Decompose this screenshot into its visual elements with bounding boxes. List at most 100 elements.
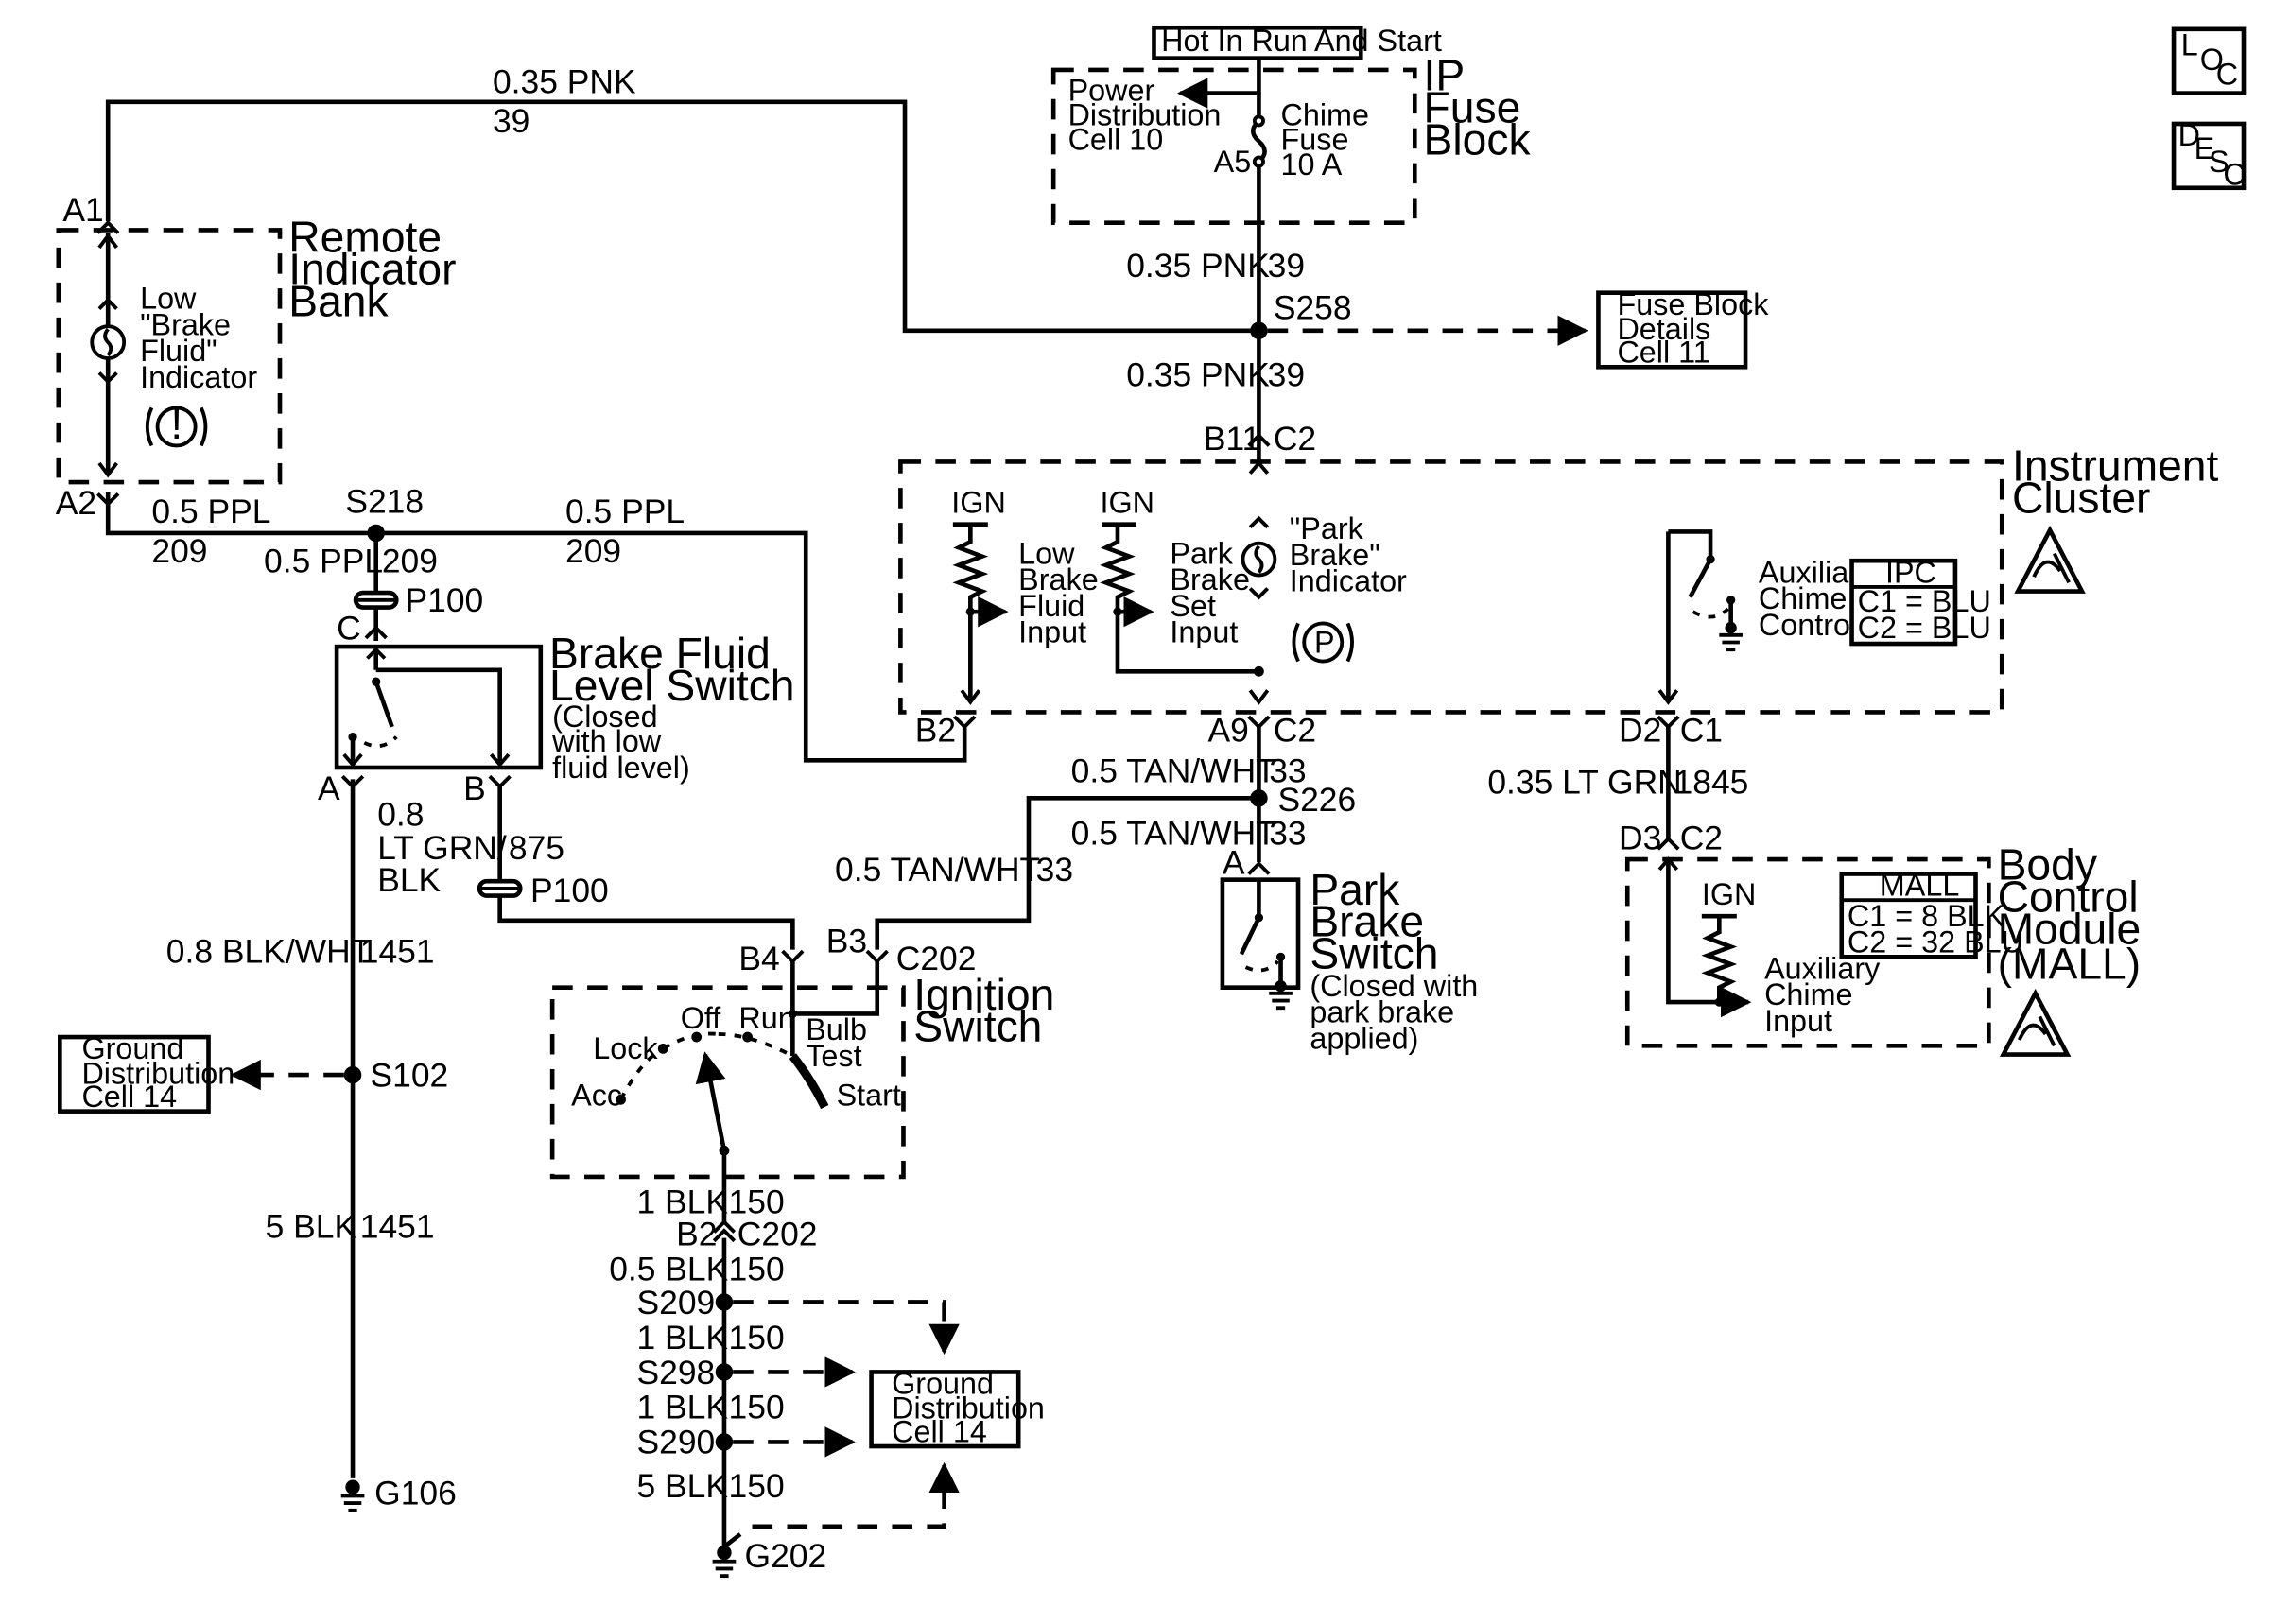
park-brake-indicator-bulb-icon bbox=[1241, 460, 1277, 705]
connector-b2-cluster: B2 bbox=[915, 711, 956, 749]
ground-g202-label: G202 bbox=[745, 1537, 827, 1575]
wire-150-5-circuit: 150 bbox=[729, 1467, 785, 1505]
splice-s209-label: S209 bbox=[637, 1284, 716, 1322]
wire-33-mid-circuit: 33 bbox=[1269, 815, 1306, 853]
ground-distribution-left-reference[interactable]: Ground Distribution Cell 14 bbox=[58, 1031, 234, 1114]
loc-icon[interactable]: L O C bbox=[2171, 26, 2247, 95]
ignition-switch-title: Ignition Switch bbox=[913, 970, 1054, 1051]
svg-text:Brake Fluid: Brake Fluid bbox=[549, 629, 771, 678]
ip-fuse-block-title: IP Fuse Block bbox=[1424, 51, 1532, 164]
connector-park-a: A bbox=[1223, 843, 1245, 881]
svg-text:Distribution: Distribution bbox=[892, 1391, 1045, 1425]
svg-text:Fuse: Fuse bbox=[1281, 123, 1349, 157]
park-warning-icon: P bbox=[1292, 621, 1354, 664]
park-brake-indicator-label: "Park Brake" Indicator bbox=[1290, 511, 1407, 597]
connector-c1: C1 bbox=[1680, 711, 1723, 749]
svg-text:Input: Input bbox=[1170, 614, 1238, 648]
brake-fluid-switch-outline bbox=[334, 644, 544, 770]
svg-text:Module: Module bbox=[1998, 904, 2142, 953]
p100-bottom-label: P100 bbox=[530, 872, 609, 909]
splice-s298 bbox=[715, 1363, 734, 1381]
svg-text:Cell 10: Cell 10 bbox=[1068, 123, 1164, 157]
svg-text:Indicator: Indicator bbox=[288, 244, 456, 293]
svg-text:Remote: Remote bbox=[288, 213, 442, 262]
svg-text:Bank: Bank bbox=[288, 276, 389, 325]
chime-fuse bbox=[1250, 93, 1267, 222]
p100-connector-bottom bbox=[477, 878, 523, 898]
remote-indicator-bank-outline bbox=[56, 228, 283, 485]
svg-text:Chime: Chime bbox=[1764, 977, 1852, 1011]
aux-chime-input-label: Auxiliary Chime Input bbox=[1764, 951, 1881, 1037]
svg-text:with low: with low bbox=[551, 724, 662, 758]
p100-top-label: P100 bbox=[406, 581, 484, 619]
wire-33-top-size: 0.5 TAN/WHT bbox=[1071, 752, 1276, 789]
low-brake-fluid-input-resistor bbox=[952, 522, 1009, 705]
svg-text:(Closed: (Closed bbox=[552, 700, 657, 734]
bulb-test-label: Bulb Test bbox=[806, 1012, 867, 1073]
svg-text:Ignition: Ignition bbox=[913, 970, 1054, 1019]
svg-text:Brake": Brake" bbox=[1290, 538, 1380, 572]
wire-1451-lower-size: 5 BLK bbox=[266, 1208, 357, 1246]
brake-fluid-switch-icon bbox=[342, 647, 511, 768]
svg-text:C2 = 32 BLU: C2 = 32 BLU bbox=[1848, 925, 2023, 959]
wire-875-size: 0.8 LT GRN/ BLK bbox=[377, 796, 507, 899]
park-brake-set-input-label: Park Brake Set Input bbox=[1170, 536, 1250, 648]
svg-text:P: P bbox=[1314, 625, 1335, 659]
wire-150-4-circuit: 150 bbox=[729, 1389, 785, 1426]
wire-150-1-size: 1 BLK bbox=[637, 1183, 729, 1220]
wire-39-low-circuit: 39 bbox=[1268, 355, 1305, 393]
wire-39-mid-circuit: 39 bbox=[1268, 247, 1305, 285]
fuse-block-details-reference[interactable]: Fuse Block Details Cell 11 bbox=[1596, 287, 1769, 370]
svg-text:Brake: Brake bbox=[1170, 562, 1250, 596]
connector-b4: B4 bbox=[738, 940, 779, 977]
wire-875-circuit: 875 bbox=[509, 829, 564, 867]
svg-text:Control: Control bbox=[1759, 608, 1857, 642]
svg-text:Input: Input bbox=[1018, 614, 1086, 648]
low-brake-fluid-indicator-label: Low "Brake Fluid" Indicator bbox=[140, 282, 257, 394]
svg-text:Switch: Switch bbox=[913, 1002, 1042, 1051]
splice-s226-label: S226 bbox=[1277, 781, 1356, 819]
svg-text:S: S bbox=[2209, 145, 2230, 179]
desc-icon[interactable]: D E S C bbox=[2171, 118, 2247, 192]
svg-text:E: E bbox=[2195, 131, 2215, 165]
svg-text:MALL: MALL bbox=[1880, 869, 1959, 903]
wire-39-top-size: 0.35 PNK bbox=[493, 63, 636, 101]
svg-text:Test: Test bbox=[806, 1039, 861, 1073]
brake-warning-icon: ! bbox=[145, 399, 208, 448]
wire-150-3-size: 1 BLK bbox=[637, 1319, 729, 1356]
aux-chime-control-switch-icon bbox=[1657, 529, 1743, 705]
wire-33-to-ignition bbox=[875, 796, 1259, 950]
connector-c2-top: C2 bbox=[1274, 420, 1316, 458]
brake-fluid-switch-title: Brake Fluid Level Switch bbox=[549, 629, 794, 710]
connector-a2: A2 bbox=[56, 484, 96, 522]
connector-a9: A9 bbox=[1207, 711, 1248, 749]
svg-text:Input: Input bbox=[1764, 1004, 1832, 1038]
svg-text:Lock: Lock bbox=[593, 1031, 658, 1065]
connector-b2-ign: B2 bbox=[676, 1215, 717, 1253]
svg-text:applied): applied) bbox=[1310, 1021, 1418, 1055]
svg-text:BLK: BLK bbox=[377, 861, 441, 899]
wire-39-top-run bbox=[105, 99, 1259, 334]
wire-875-run bbox=[497, 786, 795, 950]
instrument-cluster-title: Instrument Cluster bbox=[2012, 441, 2219, 522]
svg-text:Block: Block bbox=[1424, 114, 1532, 164]
svg-text:Fluid": Fluid" bbox=[140, 334, 217, 368]
ground-distribution-right-reference[interactable]: Ground Distribution Cell 14 bbox=[869, 1367, 1045, 1449]
svg-text:L: L bbox=[2181, 28, 2198, 62]
svg-text:Hot In Run And Start: Hot In Run And Start bbox=[1161, 24, 1442, 58]
svg-text:Low: Low bbox=[140, 282, 197, 316]
wire-33-mid-size: 0.5 TAN/WHT bbox=[1071, 815, 1276, 853]
svg-text:D: D bbox=[2178, 118, 2200, 152]
ignition-position-labels: Lock Off Run Acc Start bbox=[571, 1001, 901, 1113]
power-distribution-label: Power Distribution Cell 10 bbox=[1068, 73, 1222, 156]
svg-text:Chime: Chime bbox=[1759, 581, 1847, 615]
svg-text:Set: Set bbox=[1170, 589, 1216, 623]
svg-text:Indicator: Indicator bbox=[1290, 564, 1407, 598]
brake-fluid-switch-note: (Closed with low fluid level) bbox=[551, 700, 690, 785]
svg-text:(Closed with: (Closed with bbox=[1310, 969, 1478, 1003]
svg-text:IPC: IPC bbox=[1885, 555, 1936, 589]
ign-label-park-set: IGN bbox=[1100, 485, 1154, 519]
instrument-cluster-outline bbox=[898, 459, 2004, 715]
connector-c202-bottom: C202 bbox=[737, 1215, 818, 1253]
aux-chime-input-resistor bbox=[1657, 856, 1752, 1018]
